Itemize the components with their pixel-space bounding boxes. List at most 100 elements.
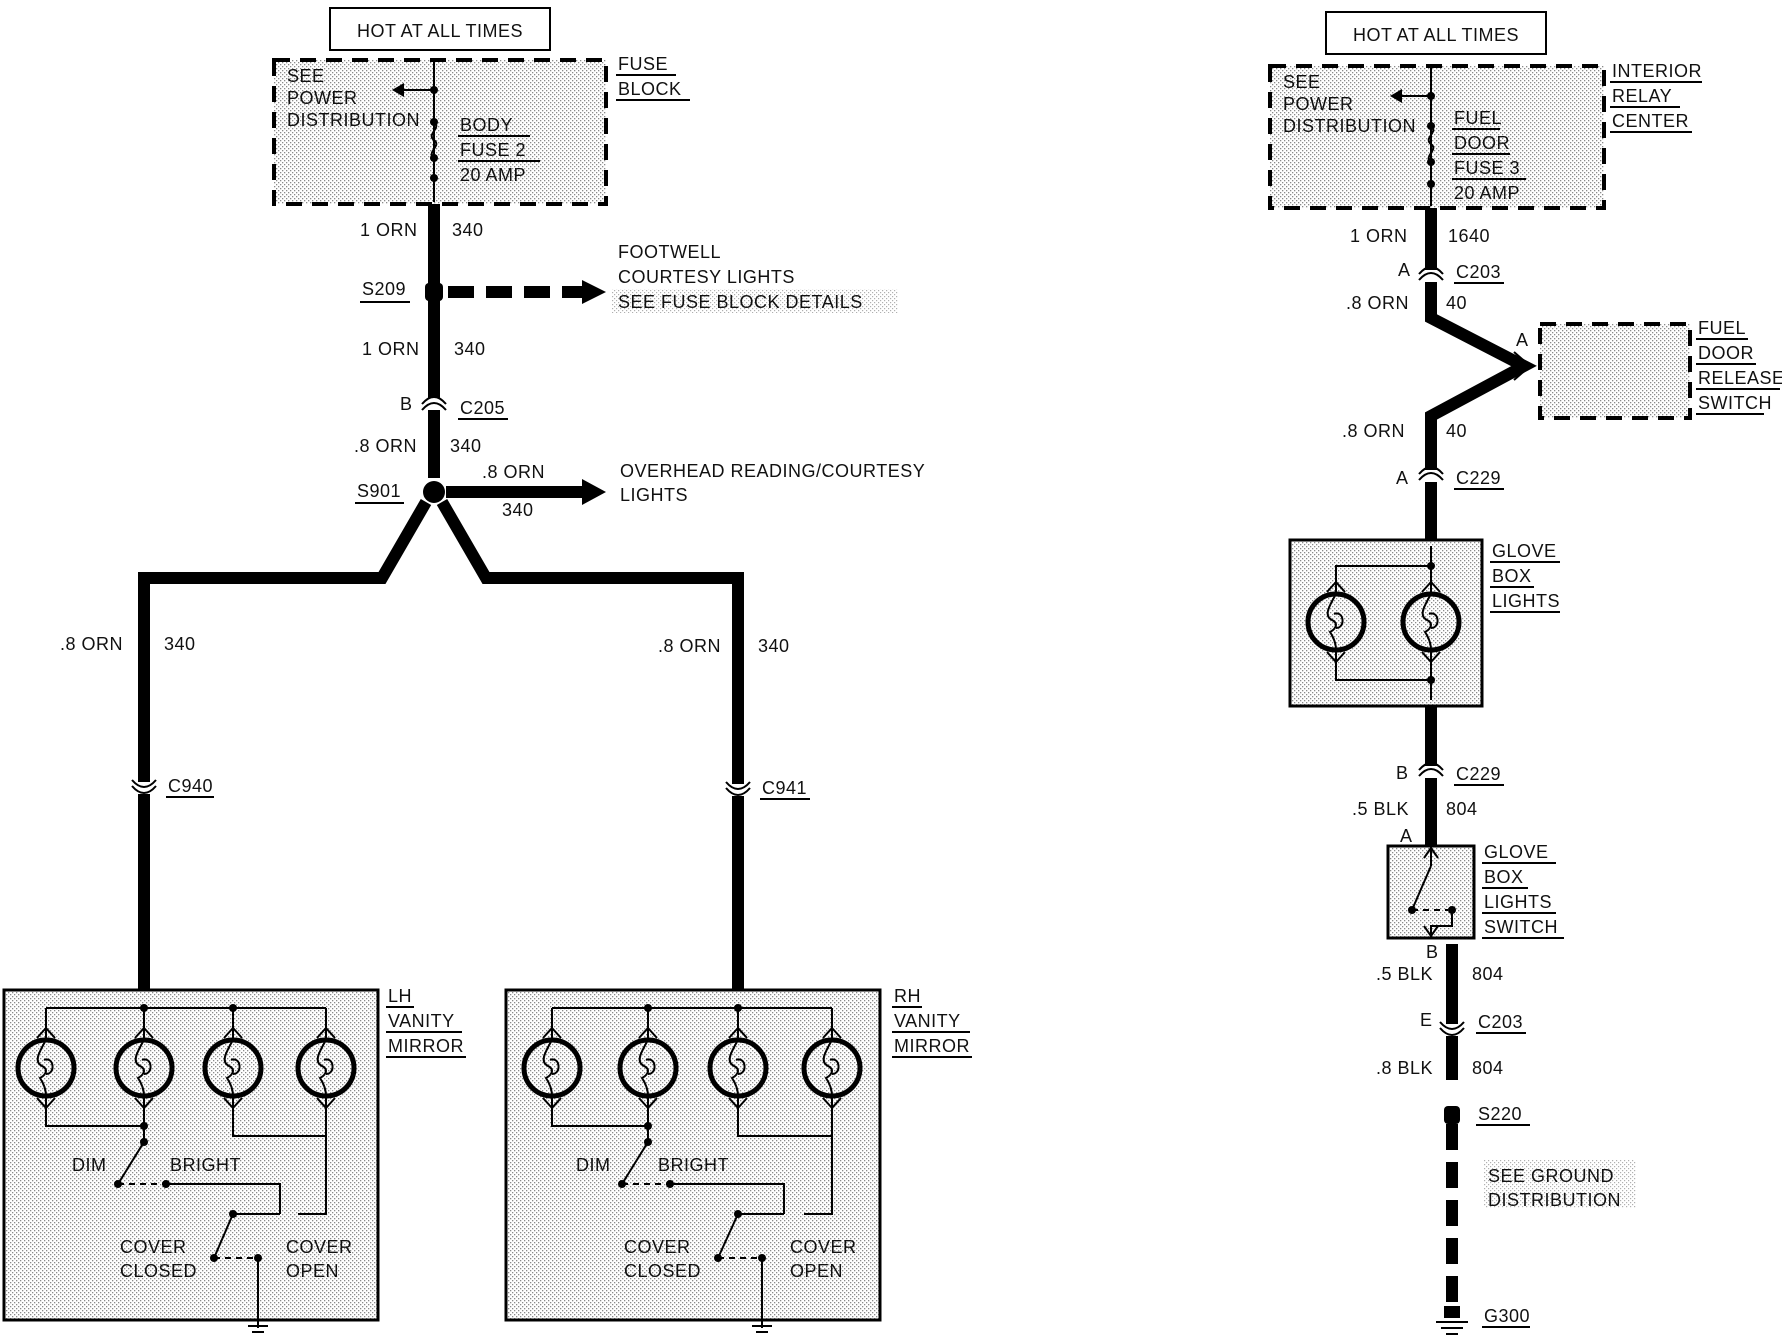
right-wire2-gauge: .8 ORN	[1346, 293, 1409, 313]
left-wire1-gauge: 1 ORN	[360, 220, 418, 240]
splice-s220-dot	[1444, 1106, 1460, 1124]
c229-top-pin: A	[1396, 468, 1409, 488]
ground-g300-icon	[1436, 1306, 1468, 1335]
lh-wire-gauge: .8 ORN	[60, 634, 123, 654]
rh-cover-closed-2: CLOSED	[624, 1261, 701, 1281]
c205-name: C205	[460, 398, 505, 418]
overhead-2: LIGHTS	[620, 485, 688, 505]
switch-pin-a: A	[1400, 826, 1413, 846]
fuel-switch-3: RELEASE	[1698, 368, 1782, 388]
splice-s220: S220	[1478, 1104, 1522, 1124]
lh-branch-wire	[138, 498, 432, 990]
rh-dim: DIM	[576, 1155, 611, 1175]
interior-relay-center: SEE POWER DISTRIBUTION FUEL DOOR FUSE 3 …	[1268, 61, 1702, 210]
fuse-block-see-3: DISTRIBUTION	[287, 110, 420, 130]
relay-center-2: RELAY	[1612, 86, 1672, 106]
right-wire6-gauge: .8 BLK	[1376, 1058, 1433, 1078]
relay-fuse-1: FUEL	[1454, 108, 1502, 128]
right-wire3-circuit: 40	[1446, 421, 1467, 441]
right-wire1-gauge: 1 ORN	[1350, 226, 1408, 246]
hot-label-left: HOT AT ALL TIMES	[357, 21, 523, 41]
footwell-1: FOOTWELL	[618, 242, 721, 262]
right-wire5-circuit: 804	[1472, 964, 1504, 984]
right-wire1-circuit: 1640	[1448, 226, 1490, 246]
glove-lights-3: LIGHTS	[1492, 591, 1560, 611]
rh-mirror-2: VANITY	[894, 1011, 961, 1031]
lh-mirror-1: LH	[388, 986, 412, 1006]
fuse-block-see-1: SEE	[287, 66, 325, 86]
left-wire3-circuit: 340	[450, 436, 482, 456]
fuse-name-3: 20 AMP	[460, 165, 526, 185]
footwell-3: SEE FUSE BLOCK DETAILS	[618, 292, 863, 312]
glove-switch-3: LIGHTS	[1484, 892, 1552, 912]
lh-dim: DIM	[72, 1155, 107, 1175]
ground-dist-1: SEE GROUND	[1488, 1166, 1614, 1186]
footwell-arrow	[582, 280, 606, 304]
glove-switch-2: BOX	[1484, 867, 1524, 887]
lh-wire-circuit: 340	[164, 634, 196, 654]
c941: C941	[762, 778, 807, 798]
glove-lights-2: BOX	[1492, 566, 1532, 586]
splice-s209-dot	[425, 283, 443, 301]
overhead-1: OVERHEAD READING/COURTESY	[620, 461, 925, 481]
splice-s901: S901	[357, 481, 401, 501]
glove-box-lights	[1288, 538, 1484, 708]
rh-wire-gauge: .8 ORN	[658, 636, 721, 656]
glove-box-lights-switch	[1386, 844, 1476, 940]
c229-bottom-name: C229	[1456, 764, 1501, 784]
lh-mirror-3: MIRROR	[388, 1036, 464, 1056]
c229-bottom-pin: B	[1396, 763, 1409, 783]
left-wire1-circuit: 340	[452, 220, 484, 240]
lh-vanity-mirror: DIM BRIGHT COVER CLOSED COVER OPEN	[2, 988, 380, 1333]
relay-center-3: CENTER	[1612, 111, 1689, 131]
hot-label-right: HOT AT ALL TIMES	[1353, 25, 1519, 45]
relay-see-2: POWER	[1283, 94, 1354, 114]
fuel-switch-4: SWITCH	[1698, 393, 1772, 413]
glove-switch-4: SWITCH	[1484, 917, 1558, 937]
fuse-name-1: BODY	[460, 115, 513, 135]
c203-bottom-name: C203	[1478, 1012, 1523, 1032]
c940: C940	[168, 776, 213, 796]
rh-cover-open-2: OPEN	[790, 1261, 843, 1281]
overhead-wire-gauge: .8 ORN	[482, 462, 545, 482]
hot-at-all-times-box-left: HOT AT ALL TIMES	[329, 7, 551, 51]
relay-fuse-3: FUSE 3	[1454, 158, 1520, 178]
fuel-door-release-switch-box	[1538, 322, 1692, 420]
glove-switch-1: GLOVE	[1484, 842, 1549, 862]
rh-wire-circuit: 340	[758, 636, 790, 656]
relay-fuse-2: DOOR	[1454, 133, 1510, 153]
ground-dist-2: DISTRIBUTION	[1488, 1190, 1621, 1210]
right-wire2-circuit: 40	[1446, 293, 1467, 313]
footwell-2: COURTESY LIGHTS	[618, 267, 795, 287]
connector-c229-bottom	[1418, 762, 1444, 778]
connector-c205	[421, 396, 447, 411]
lh-cover-closed-2: CLOSED	[120, 1261, 197, 1281]
rh-vanity-mirror: DIM BRIGHT COVER CLOSED COVER OPEN	[504, 988, 882, 1333]
fuel-switch-pin: A	[1516, 330, 1529, 350]
splice-s209: S209	[362, 279, 406, 299]
lh-bright: BRIGHT	[170, 1155, 241, 1175]
lh-cover-open-2: OPEN	[286, 1261, 339, 1281]
lh-cover-open-1: COVER	[286, 1237, 353, 1257]
left-wire2-gauge: 1 ORN	[362, 339, 420, 359]
connector-c941	[725, 781, 751, 796]
c203-bottom-pin: E	[1420, 1010, 1433, 1030]
relay-see-3: DISTRIBUTION	[1283, 116, 1416, 136]
fuse-block-see-2: POWER	[287, 88, 358, 108]
relay-center-1: INTERIOR	[1612, 61, 1702, 81]
relay-see-1: SEE	[1283, 72, 1321, 92]
right-wire3-gauge: .8 ORN	[1342, 421, 1405, 441]
c203-top-pin: A	[1398, 260, 1411, 280]
hot-at-all-times-box-right: HOT AT ALL TIMES	[1325, 11, 1547, 55]
c205-pin: B	[400, 394, 413, 414]
connector-c940	[131, 779, 157, 794]
c203-top-name: C203	[1456, 262, 1501, 282]
fuse-name-2: FUSE 2	[460, 140, 526, 160]
fuel-switch-2: DOOR	[1698, 343, 1754, 363]
rh-bright: BRIGHT	[658, 1155, 729, 1175]
ground-g300: G300	[1484, 1306, 1530, 1326]
right-wire5-gauge: .5 BLK	[1376, 964, 1433, 984]
right-wire4-gauge: .5 BLK	[1352, 799, 1409, 819]
left-wire2-circuit: 340	[454, 339, 486, 359]
